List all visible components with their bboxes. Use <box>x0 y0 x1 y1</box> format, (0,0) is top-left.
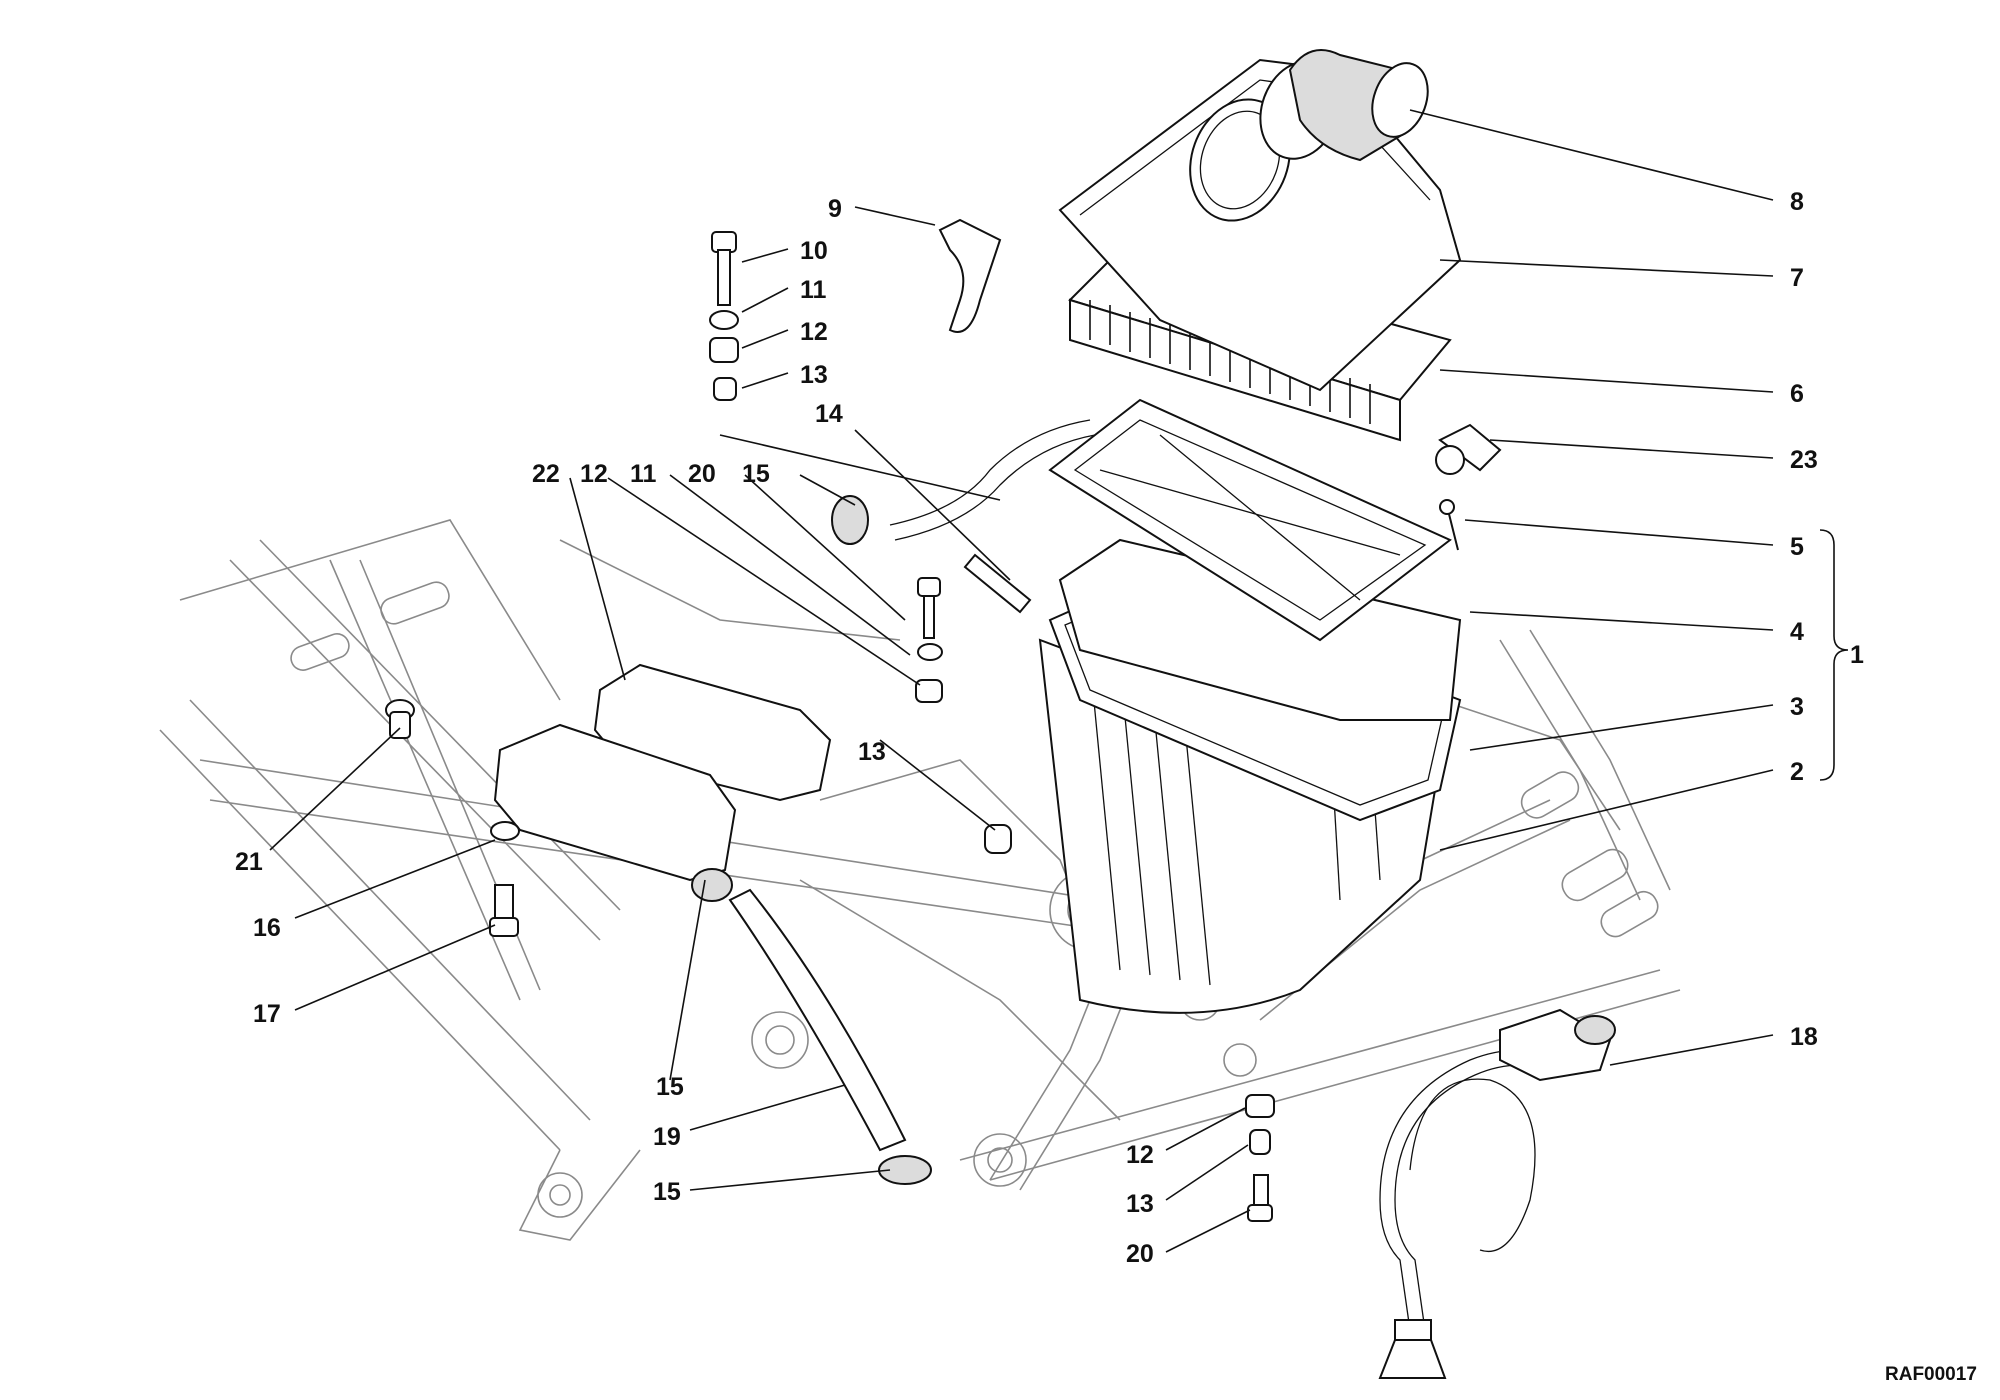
callout-11: 11 <box>630 460 657 488</box>
callout-14: 14 <box>815 400 843 428</box>
callout-9: 9 <box>828 195 842 223</box>
callout-4: 4 <box>1790 618 1804 646</box>
retaining-clip <box>938 218 1002 333</box>
drain-hose-coiled <box>1379 1049 1571 1331</box>
callout-23: 23 <box>1790 446 1818 474</box>
callout-11: 11 <box>800 276 827 304</box>
callout-13: 13 <box>858 738 886 766</box>
figure-reference-code: RAF00017 <box>1885 1364 1977 1385</box>
breather-tank-lower <box>493 723 737 882</box>
breather-elbow <box>1438 423 1502 472</box>
callout-6: 6 <box>1790 380 1804 408</box>
airbox-lower-housing <box>1038 638 1442 1014</box>
callout-labels: 8 7 6 23 5 4 3 2 1 18 9 10 11 12 13 14 2… <box>235 188 1977 1385</box>
drain-hose <box>728 888 907 1152</box>
callout-15: 15 <box>742 460 770 488</box>
callout-17: 17 <box>253 1000 281 1028</box>
callout-19: 19 <box>653 1123 681 1151</box>
leader-lines <box>269 109 1849 1253</box>
callout-7: 7 <box>1790 264 1804 292</box>
filter-frame <box>1048 398 1452 642</box>
callout-5: 5 <box>1790 533 1804 561</box>
callout-13: 13 <box>1126 1190 1154 1218</box>
small-parts <box>385 218 1616 1379</box>
callout-21: 21 <box>235 848 263 876</box>
callout-13: 13 <box>800 361 828 389</box>
callout-2: 2 <box>1790 758 1804 786</box>
washer <box>709 310 739 330</box>
bushing <box>713 377 737 401</box>
callout-10: 10 <box>800 237 828 265</box>
callout-3: 3 <box>1790 693 1804 721</box>
airbox-assembly <box>1038 49 1502 1014</box>
callout-8: 8 <box>1790 188 1804 216</box>
callout-20: 20 <box>1126 1240 1154 1268</box>
breather-hose-short <box>963 553 1032 614</box>
hose-clamp <box>831 495 869 545</box>
callout-22: 22 <box>532 460 560 488</box>
callout-20: 20 <box>688 460 716 488</box>
callout-16: 16 <box>253 914 281 942</box>
callout-12: 12 <box>1126 1141 1154 1169</box>
callout-15: 15 <box>653 1178 681 1206</box>
callout-15: 15 <box>656 1073 684 1101</box>
callout-18: 18 <box>1790 1023 1818 1051</box>
callout-group-1: 1 <box>1850 641 1864 669</box>
callout-12: 12 <box>800 318 828 346</box>
airbox-filter-tray <box>1058 538 1462 721</box>
grommet <box>709 337 739 363</box>
callout-12: 12 <box>580 460 608 488</box>
airbox-screw <box>1447 509 1459 551</box>
